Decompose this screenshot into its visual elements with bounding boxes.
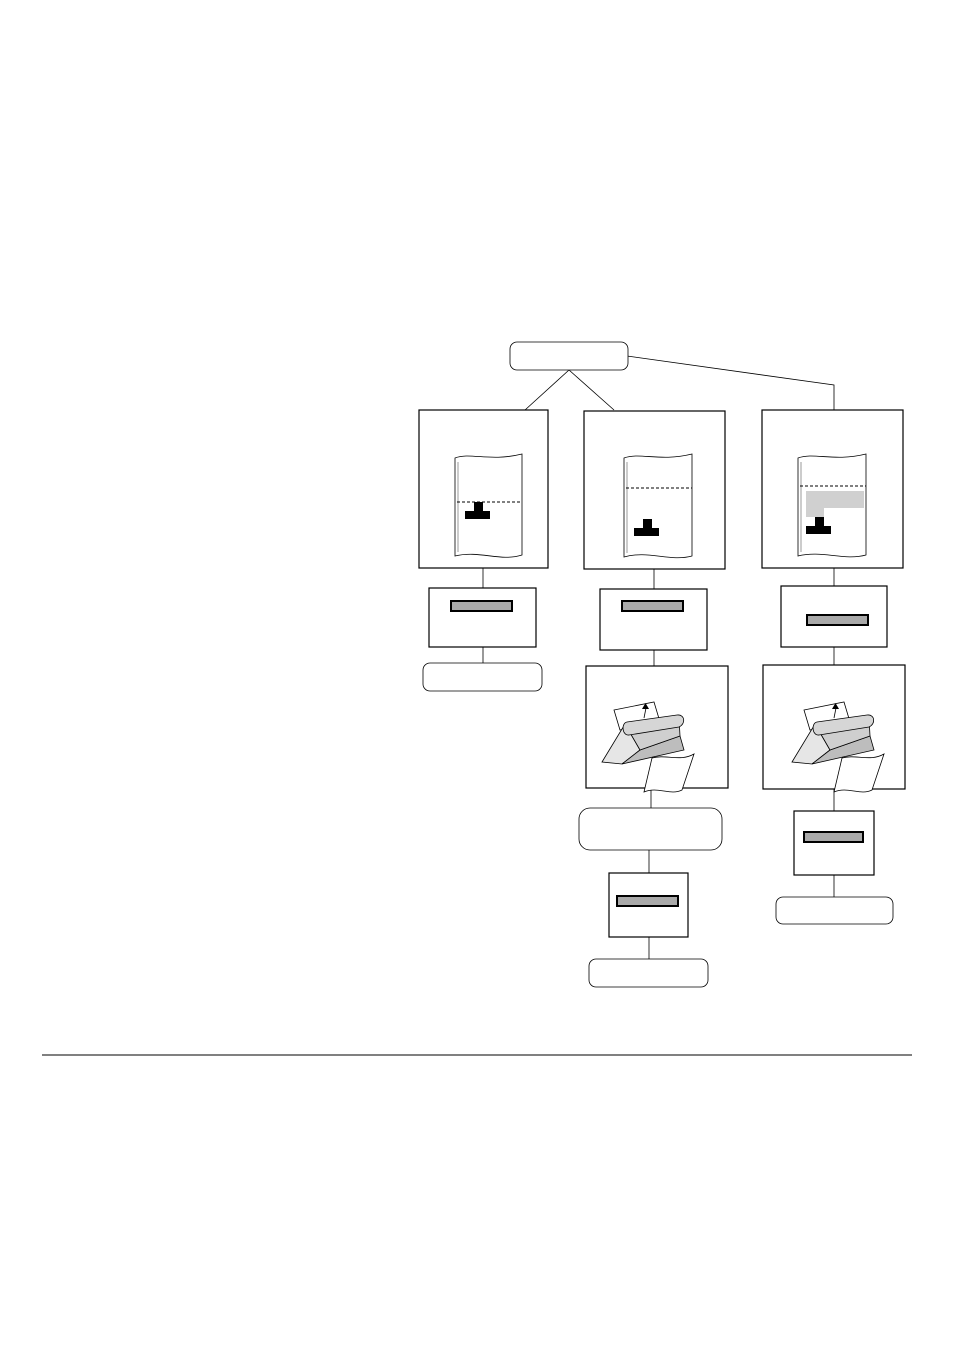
result-label-box-a [422,662,543,692]
connector [626,355,835,410]
root-label-box [509,341,629,371]
display-indicator [616,895,679,907]
connector [524,369,570,411]
paper-position-box-c [761,409,904,569]
display-indicator [806,614,869,626]
display-panel-b2 [608,872,689,938]
tractor-feed-box-c [762,664,906,793]
display-indicator [803,831,864,843]
display-indicator [450,600,513,612]
result-label-box-b [588,958,709,988]
paper-position-box-a [418,409,549,569]
display-panel-a [428,587,537,648]
print-head-icon [634,519,659,536]
print-head-icon [465,502,490,519]
label-box-b [578,807,723,851]
shaded-print-area [806,491,864,517]
result-label-box-c [775,896,894,925]
display-indicator [621,600,684,612]
display-panel-c2 [793,810,875,876]
connectors [482,355,835,959]
connector [568,369,615,411]
display-panel-c [780,585,888,648]
paper-position-box-b [583,410,726,570]
tractor-feed-box-b [585,665,729,793]
print-head-icon [806,517,831,534]
display-panel-b [599,588,708,651]
